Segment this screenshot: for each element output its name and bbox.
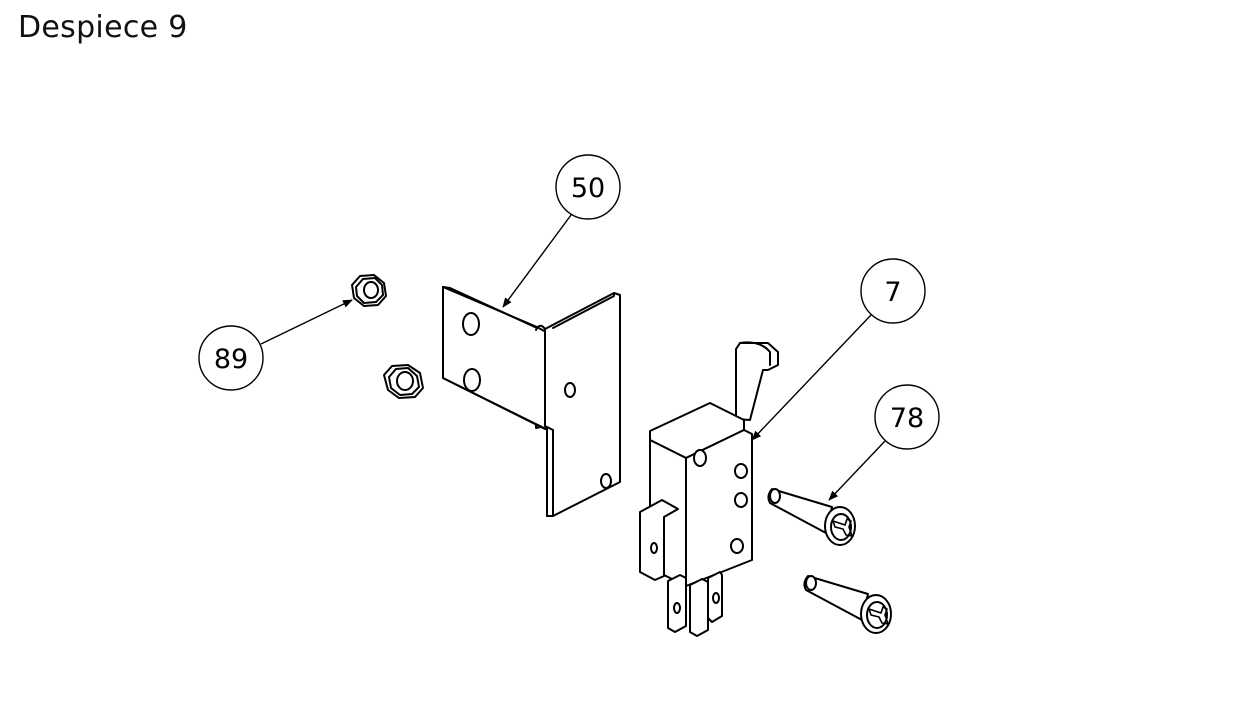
balloon-label-50: 50 (571, 173, 605, 204)
leader-line-50 (502, 210, 575, 308)
leader-line-7 (751, 314, 872, 441)
bracket (442, 286, 621, 517)
micro-switch (639, 341, 779, 637)
drawing-title: Despiece 9 (18, 10, 188, 45)
balloon-7: 7 (860, 258, 926, 324)
balloon-label-89: 89 (214, 344, 248, 375)
screw-upper (767, 488, 856, 546)
screw-lower (803, 575, 892, 634)
balloon-78: 78 (874, 384, 940, 450)
leader-line-89 (260, 299, 353, 345)
balloon-50: 50 (555, 154, 621, 220)
hex-nut-upper (351, 274, 387, 307)
hex-nut-lower (383, 364, 424, 399)
leader-line-78 (828, 440, 886, 501)
balloon-89: 89 (198, 325, 264, 391)
balloon-label-7: 7 (884, 277, 901, 308)
balloon-label-78: 78 (890, 403, 924, 434)
